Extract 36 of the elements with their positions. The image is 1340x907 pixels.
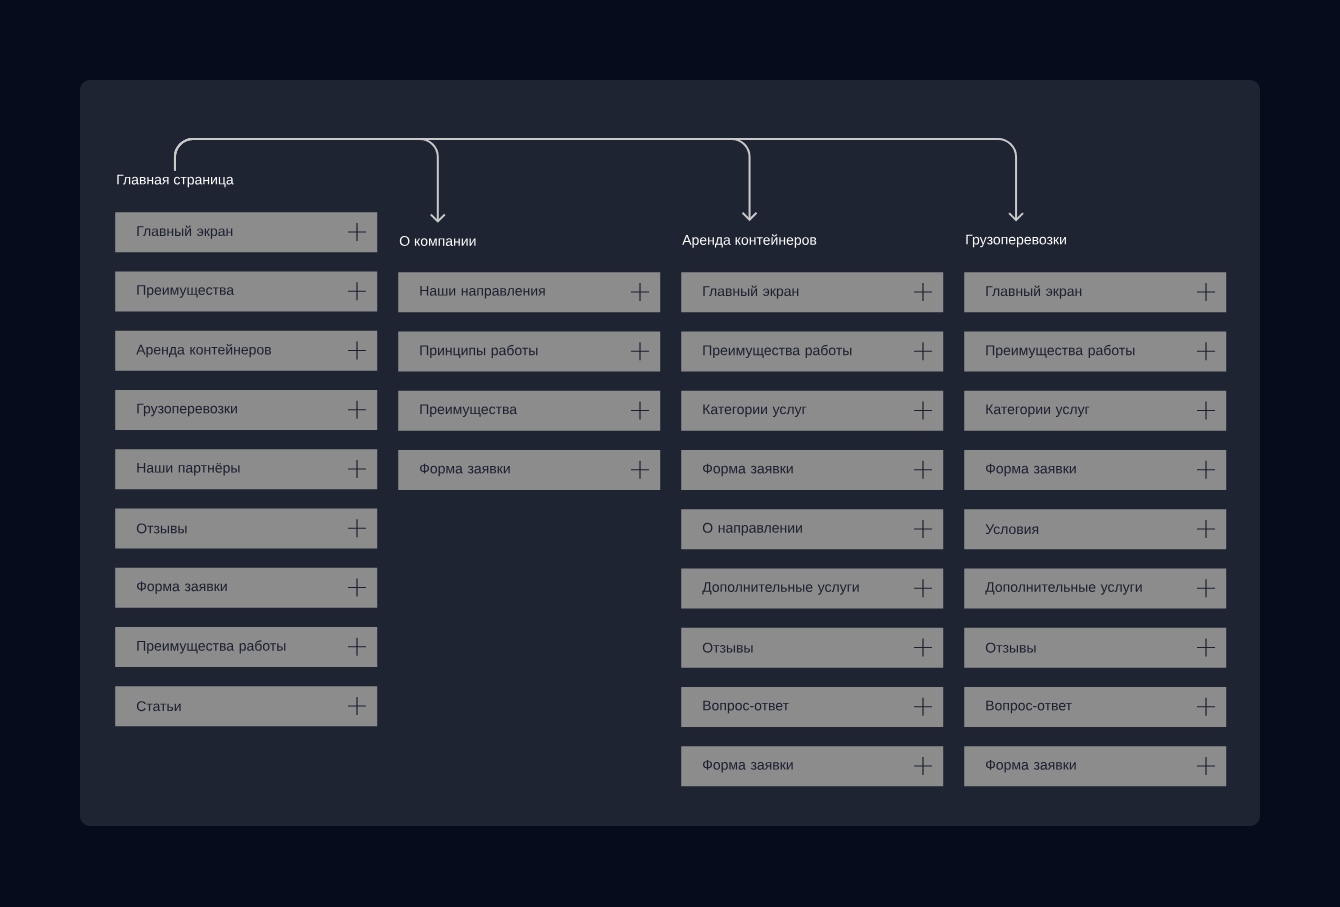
page-section-box: Дополнительные услуги [964, 568, 1227, 609]
page-section-box: Преимущества работы [115, 626, 378, 667]
page-section-box: Категории услуг [681, 390, 944, 431]
page-section-box: Форма заявки [398, 449, 661, 490]
page-section-box: Грузоперевозки [115, 389, 378, 430]
page-section-box: Отзывы [964, 627, 1227, 668]
arrow [173, 138, 1025, 222]
section-heading: Главная страница [117, 174, 234, 188]
page-section-box: Категории услуг [964, 390, 1227, 431]
page-section-box: Аренда контейнеров [115, 330, 378, 371]
page-section-box: Наши направления [398, 272, 661, 313]
page-section-box: Вопрос-ответ [964, 686, 1227, 727]
page-section-box: Форма заявки [964, 746, 1227, 787]
page-section-box: Главный экран [681, 272, 944, 313]
page-section-box: Преимущества [115, 271, 378, 312]
page-section-box: Преимущества [398, 390, 661, 431]
page-section-box: Форма заявки [964, 449, 1227, 490]
page-section-box: Отзывы [115, 508, 378, 549]
page-section-box: Преимущества работы [964, 331, 1227, 372]
page-section-box: Дополнительные услуги [681, 568, 944, 609]
page-section-box: Статьи [115, 686, 378, 727]
page-section-box: Форма заявки [681, 449, 944, 490]
page-section-box: Принципы работы [398, 331, 661, 372]
page-section-box: Условия [964, 509, 1227, 550]
page-section-box: Отзывы [681, 627, 944, 668]
page-section-box: Наши партнёры [115, 449, 378, 490]
page-section-box: Вопрос-ответ [681, 686, 944, 727]
section-heading: Грузоперевозки [966, 234, 1066, 248]
page-section-box: Форма заявки [115, 567, 378, 608]
page-section-box: Главный экран [115, 212, 378, 253]
page-section-box: Главный экран [964, 272, 1227, 313]
section-heading: О компании [399, 236, 476, 246]
page-section-box: О направлении [681, 509, 944, 550]
page-section-box: Преимущества работы [681, 331, 944, 372]
section-heading: Аренда контейнеров [682, 234, 817, 248]
page-section-box: Форма заявки [681, 746, 944, 787]
